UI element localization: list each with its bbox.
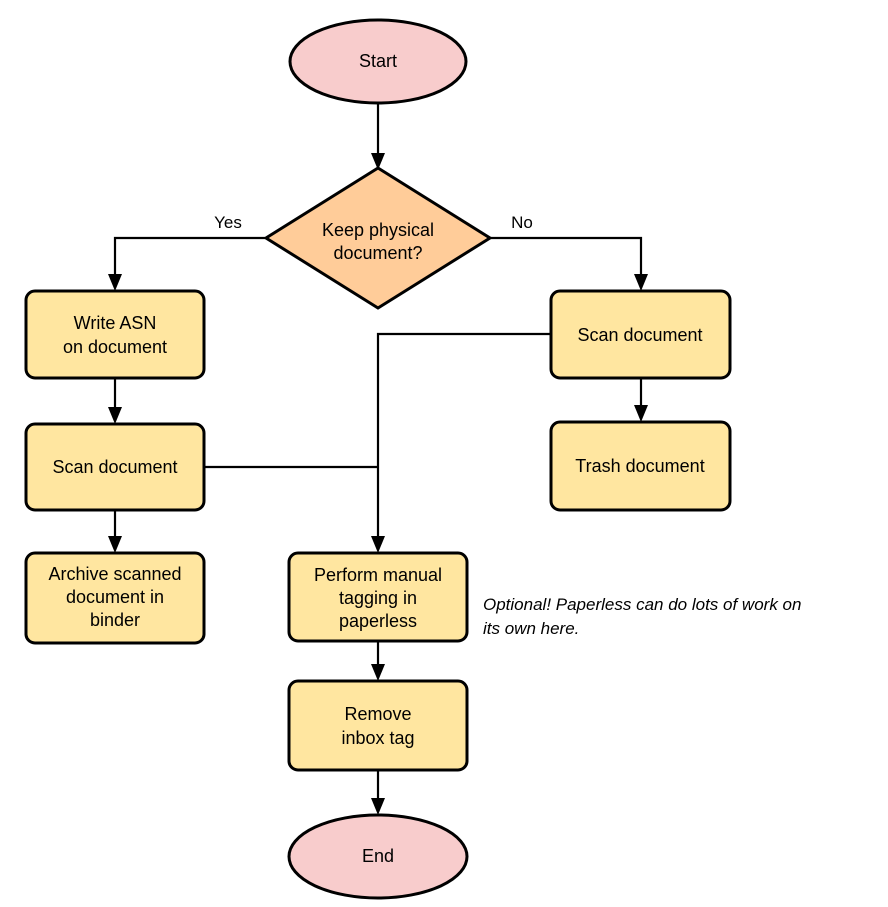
annotation-line2: its own here. bbox=[483, 619, 579, 638]
arrowhead-icon bbox=[634, 405, 648, 422]
node-end-label: End bbox=[362, 846, 394, 866]
end-ellipse[interactable] bbox=[287, 813, 469, 900]
node-trash-document-label: Trash document bbox=[575, 456, 704, 476]
scan-document-right-box[interactable] bbox=[549, 289, 732, 380]
arrowhead-icon bbox=[108, 407, 122, 424]
decision-diamond[interactable] bbox=[263, 166, 493, 310]
edge-line bbox=[113, 236, 265, 281]
node-manual-tagging-label-line1: Perform manual bbox=[314, 565, 442, 585]
node-archive-label-line2: document in bbox=[66, 587, 164, 607]
node-decision-label-line2: document? bbox=[333, 243, 422, 263]
edge-remove-inbox-to-end bbox=[371, 770, 385, 815]
edge-line bbox=[490, 236, 643, 281]
edge-write-asn-to-scan-left bbox=[108, 378, 122, 424]
arrowhead-icon bbox=[108, 536, 122, 553]
edge-start-to-decision bbox=[371, 103, 385, 170]
node-write-asn-on-document[interactable]: Write ASN on document bbox=[24, 289, 206, 380]
node-remove-inbox-tag[interactable]: Remove inbox tag bbox=[287, 679, 469, 772]
edge-scan-right-to-manual-tagging bbox=[371, 332, 551, 553]
node-start[interactable]: Start bbox=[288, 18, 468, 105]
remove-inbox-tag-box[interactable] bbox=[287, 679, 469, 772]
edge-label-no: No bbox=[511, 213, 533, 232]
arrowhead-icon bbox=[634, 274, 648, 291]
annotation-line1: Optional! Paperless can do lots of work … bbox=[483, 595, 801, 614]
edge-scan-right-to-trash bbox=[634, 378, 648, 422]
node-scan-document-right-label: Scan document bbox=[577, 325, 702, 345]
edge-decision-yes-to-write-asn bbox=[108, 236, 265, 291]
arrowhead-icon bbox=[371, 664, 385, 681]
node-scan-document-right[interactable]: Scan document bbox=[549, 289, 732, 380]
node-manual-tagging-label-line3: paperless bbox=[339, 611, 417, 631]
node-archive-label-line3: binder bbox=[90, 610, 140, 630]
start-ellipse[interactable] bbox=[288, 18, 468, 105]
node-remove-inbox-label-line1: Remove bbox=[344, 704, 411, 724]
node-start-label: Start bbox=[359, 51, 397, 71]
scan-document-left-box[interactable] bbox=[24, 422, 206, 512]
node-decision-keep-physical-document[interactable]: Keep physical document? bbox=[263, 166, 493, 310]
node-decision-label-line1: Keep physical bbox=[322, 220, 434, 240]
write-asn-box[interactable] bbox=[24, 289, 206, 380]
node-write-asn-label-line2: on document bbox=[63, 337, 167, 357]
archive-document-box[interactable] bbox=[24, 551, 206, 645]
node-trash-document[interactable]: Trash document bbox=[549, 420, 732, 512]
node-archive-label-line1: Archive scanned bbox=[48, 564, 181, 584]
node-manual-tagging-label-line2: tagging in bbox=[339, 588, 417, 608]
edge-label-yes: Yes bbox=[214, 213, 242, 232]
edge-scan-left-to-archive bbox=[108, 510, 122, 553]
edge-decision-no-to-scan-right bbox=[490, 236, 648, 291]
edge-line bbox=[376, 332, 551, 543]
node-archive-scanned-document[interactable]: Archive scanned document in binder bbox=[24, 551, 206, 645]
arrowhead-icon bbox=[108, 274, 122, 291]
node-end[interactable]: End bbox=[287, 813, 469, 900]
node-perform-manual-tagging[interactable]: Perform manual tagging in paperless bbox=[287, 551, 469, 643]
node-scan-document-left-label: Scan document bbox=[52, 457, 177, 477]
perform-manual-tagging-box[interactable] bbox=[287, 551, 469, 643]
node-remove-inbox-label-line2: inbox tag bbox=[341, 728, 414, 748]
trash-document-box[interactable] bbox=[549, 420, 732, 512]
edge-manual-tagging-to-remove-inbox bbox=[371, 641, 385, 681]
arrowhead-icon bbox=[371, 798, 385, 815]
node-scan-document-left[interactable]: Scan document bbox=[24, 422, 206, 512]
arrowhead-icon bbox=[371, 153, 385, 170]
arrowhead-icon bbox=[371, 536, 385, 553]
annotation-optional-note: Optional! Paperless can do lots of work … bbox=[483, 595, 801, 638]
node-write-asn-label-line1: Write ASN bbox=[74, 313, 157, 333]
